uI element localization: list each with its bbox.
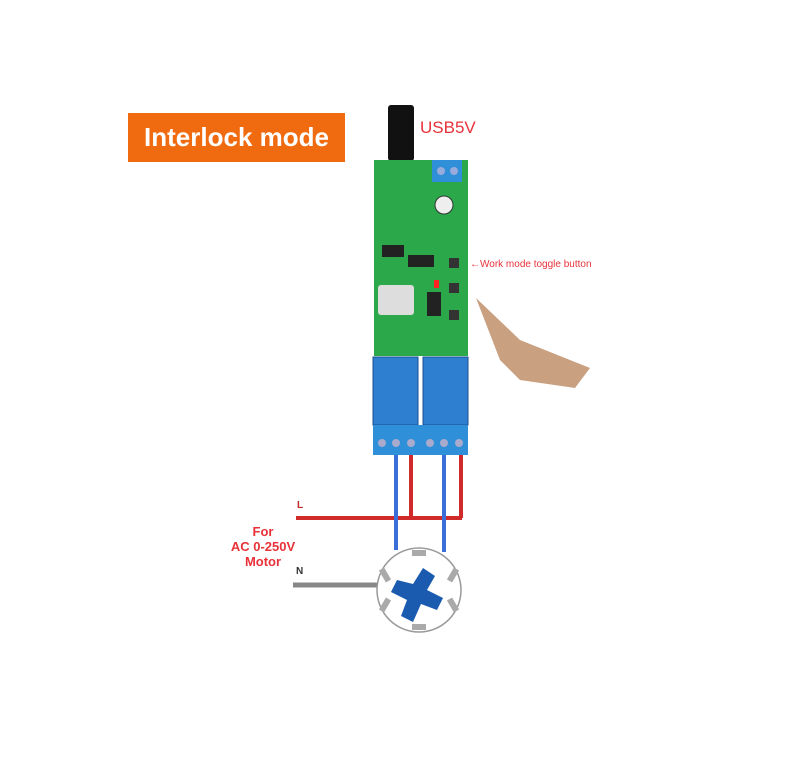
screw-terminal-power: [432, 160, 462, 182]
toggle-button-label: ←Work mode toggle button: [470, 259, 592, 270]
motor-label-line: AC 0-250V: [230, 539, 296, 554]
usb-plug: [388, 105, 414, 161]
neutral-label: N: [296, 566, 304, 577]
motor-label: For AC 0-250V Motor: [218, 524, 308, 569]
live-label: L: [297, 500, 304, 511]
relay-1: [372, 356, 419, 426]
motor-label-line: Motor: [244, 554, 282, 569]
mode-title: Interlock mode: [128, 113, 345, 162]
wifi-module: [378, 285, 414, 315]
status-led: [434, 280, 439, 288]
motor-rotor: [391, 568, 443, 622]
motor-label-line: For: [252, 524, 274, 539]
relay-2: [422, 356, 469, 426]
toggle-button: [449, 258, 459, 268]
usb-label: USB5V: [420, 118, 476, 137]
relay-terminals: [373, 425, 468, 455]
capacitor: [434, 195, 454, 215]
hand-icon: [476, 298, 590, 388]
